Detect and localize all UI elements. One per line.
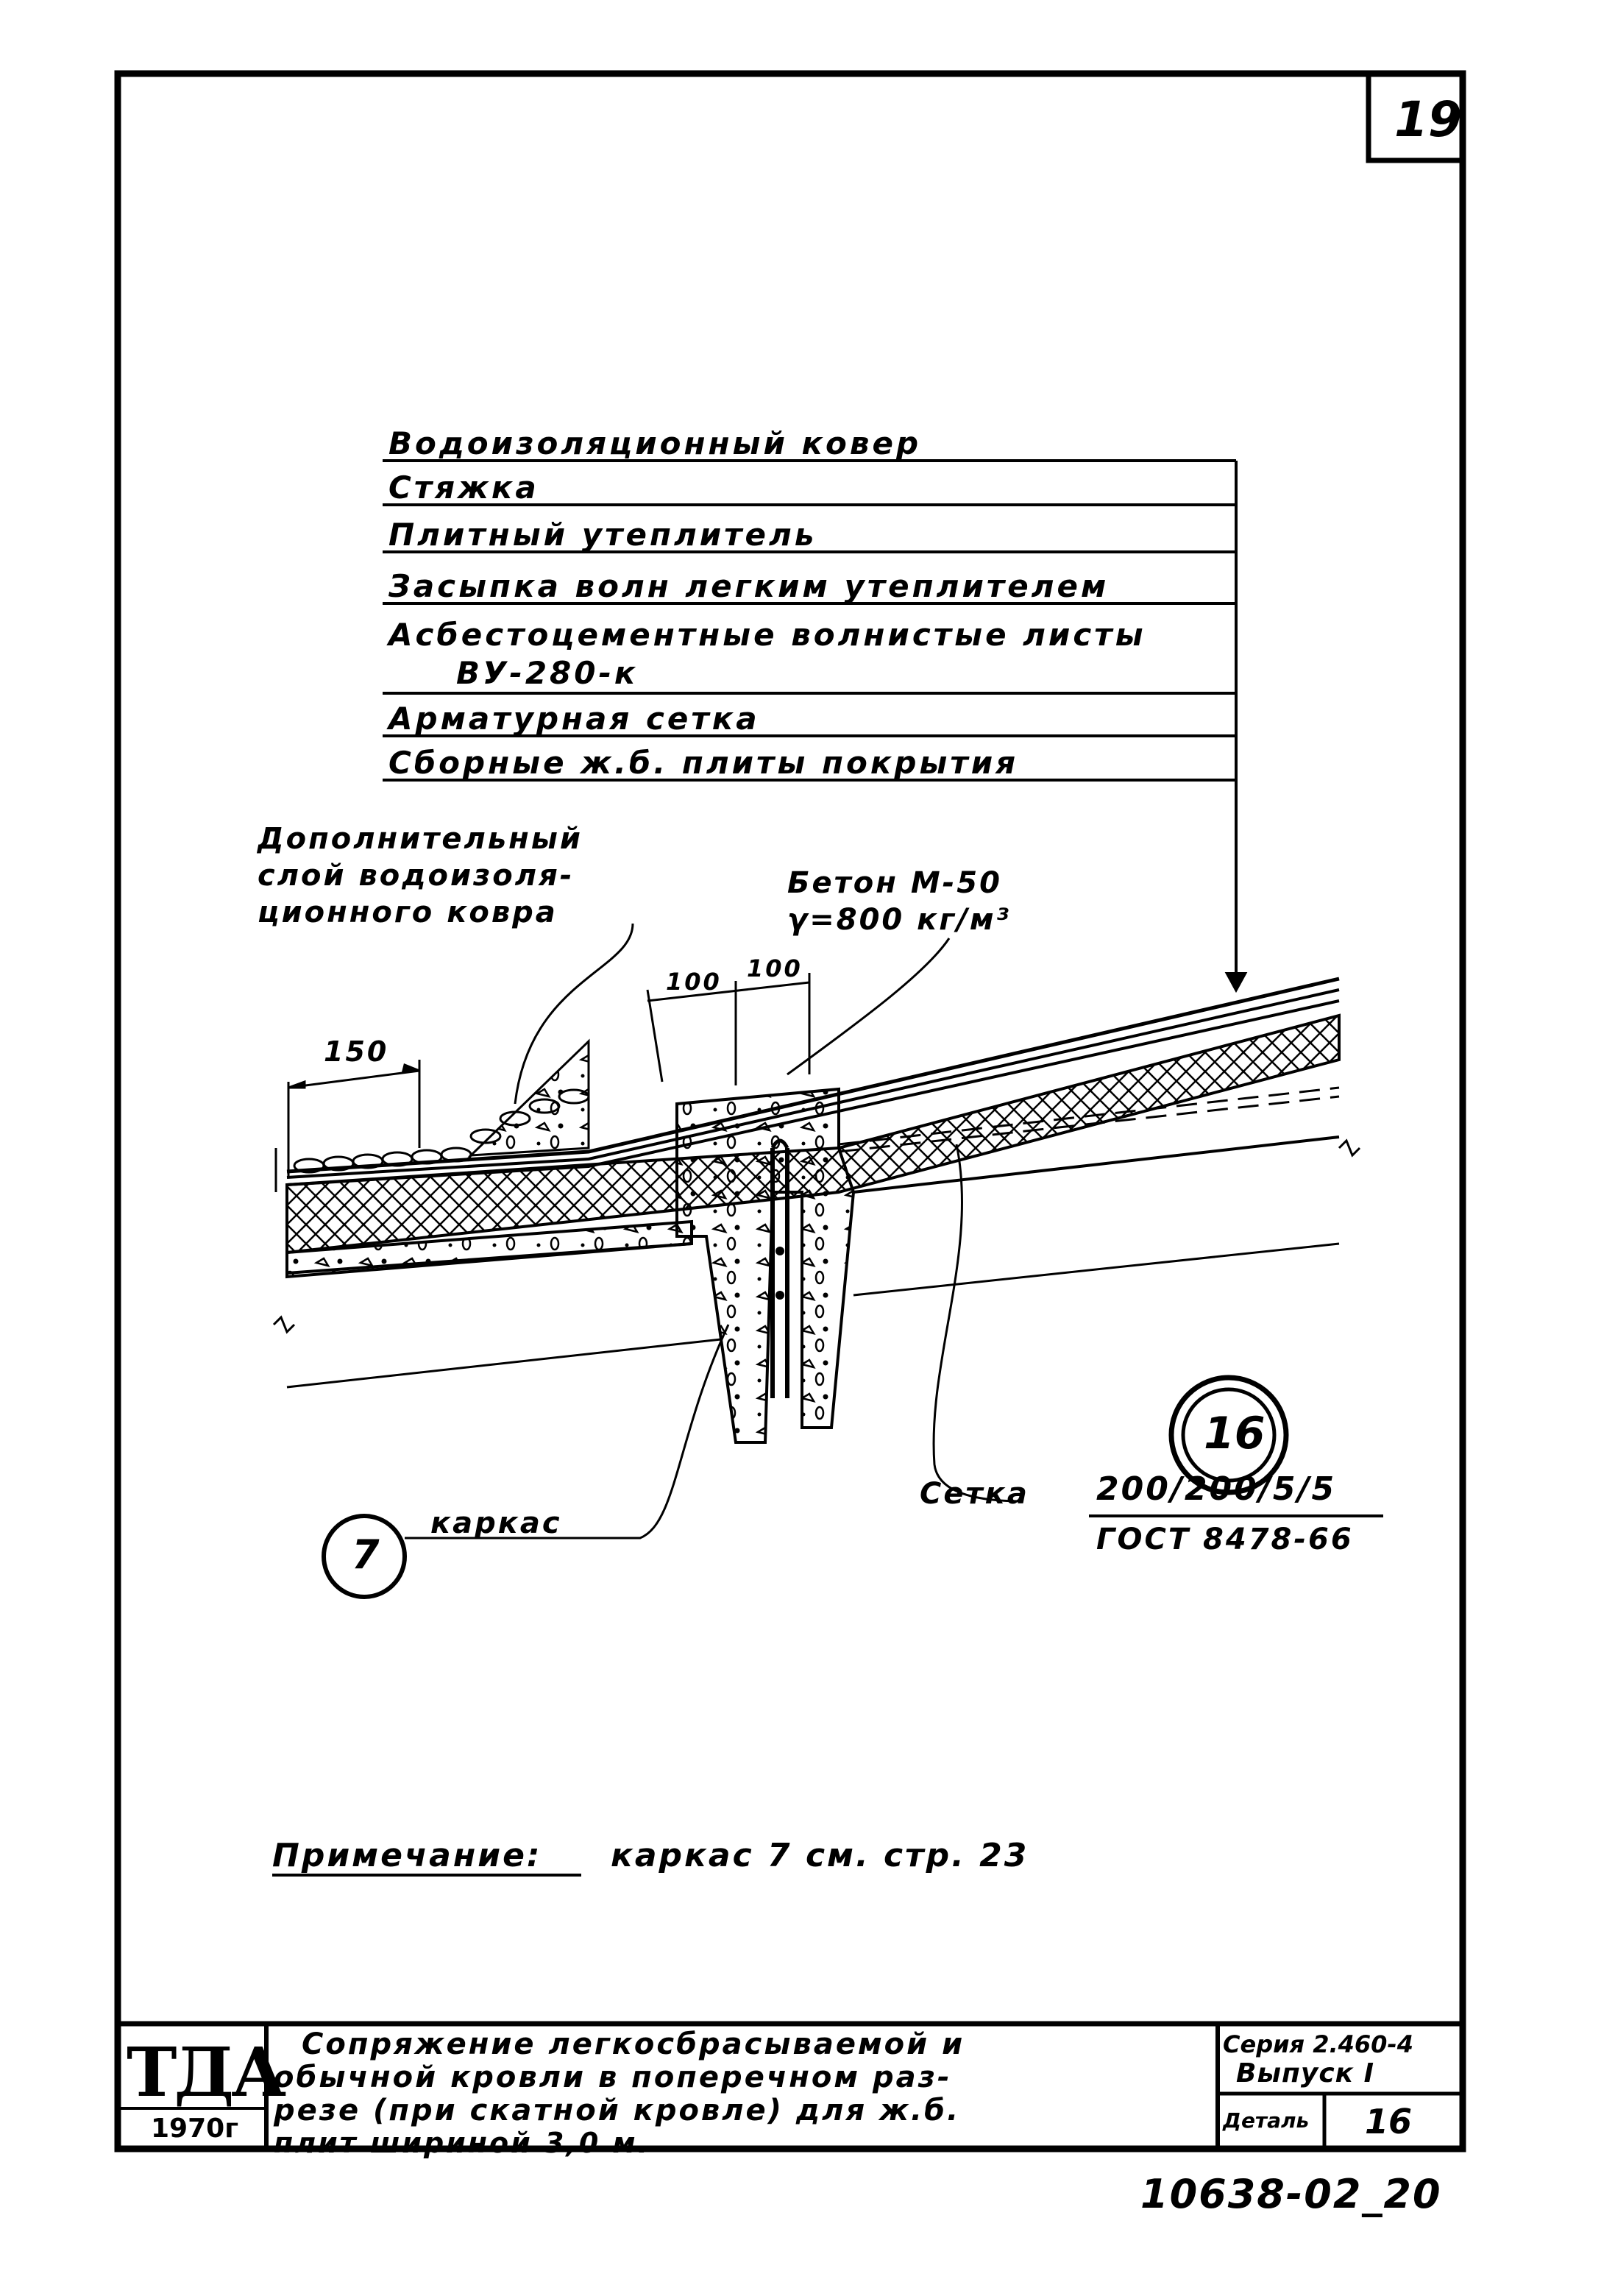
extra-layer-line-2: слой водоизоля- (258, 859, 575, 893)
joint-concrete (675, 1087, 856, 1444)
detail-circle-number: 16 (1204, 1408, 1266, 1459)
leader-lines (405, 923, 1023, 1539)
mesh-spec: 200/200/5/5 (1096, 1470, 1337, 1508)
note-text: каркас 7 см. стр. 23 (611, 1837, 1029, 1874)
layer-label-5b: ВУ-280-к (456, 655, 639, 691)
frame-label: каркас (430, 1506, 562, 1540)
title-block (118, 2021, 1463, 2149)
detail-number: 16 (1365, 2102, 1413, 2141)
series-label: Серия 2.460-4 (1223, 2030, 1413, 2058)
layer-label-3: Плитный утеплитель (388, 517, 817, 553)
mesh-label: Сетка (920, 1477, 1029, 1511)
title-line-1: Сопряжение легкосбрасываемой и (302, 2027, 965, 2061)
frame-callout-number: 7 (352, 1531, 380, 1578)
title-line-4: плит шириной 3,0 м. (274, 2127, 651, 2159)
note-label: Примечание: (272, 1837, 542, 1874)
mesh-gost: ГОСТ 8478-66 (1096, 1523, 1354, 1556)
page-number-box (1366, 71, 1466, 163)
title-line-3: резе (при скатной кровле) для ж.б. (274, 2094, 961, 2127)
page-number: 19 (1394, 91, 1462, 148)
layer-label-4: Засыпка волн легким утеплителем (388, 568, 1110, 604)
layer-list-lines (383, 459, 1248, 993)
layer-label-1: Водоизоляционный ковер (388, 425, 922, 461)
dimension-100-left: 100 (666, 968, 722, 996)
roof-section (272, 977, 1361, 1444)
layer-label-6: Арматурная сетка (388, 701, 760, 737)
concrete-density: γ=800 кг/м³ (787, 903, 1012, 937)
sheet-frame (114, 70, 1466, 2152)
issue-label: Выпуск I (1236, 2058, 1375, 2088)
layer-label-7: Сборные ж.б. плиты покрытия (388, 745, 1019, 781)
dimension-lines (287, 973, 811, 1177)
extra-layer-line-1: Дополнительный (258, 822, 583, 856)
concrete-grade: Бетон М-50 (787, 866, 1002, 900)
layer-label-2: Стяжка (388, 470, 539, 506)
dimension-150: 150 (324, 1035, 389, 1068)
archive-number: 10638-02_20 (1140, 2171, 1442, 2217)
detail-circle (1168, 1375, 1289, 1495)
detail-label: Деталь (1223, 2108, 1310, 2133)
frame-callout-circle (322, 1514, 407, 1599)
drawing-year: 1970г (151, 2113, 239, 2144)
dimension-100-right: 100 (747, 954, 803, 982)
layer-label-5: Асбестоцементные волнистые листы (388, 617, 1146, 653)
extra-layer-line-3: ционного ковра (258, 896, 558, 929)
title-line-2: обычной кровли в поперечном раз- (274, 2061, 952, 2094)
organization-logo: ТДА (127, 2033, 286, 2112)
